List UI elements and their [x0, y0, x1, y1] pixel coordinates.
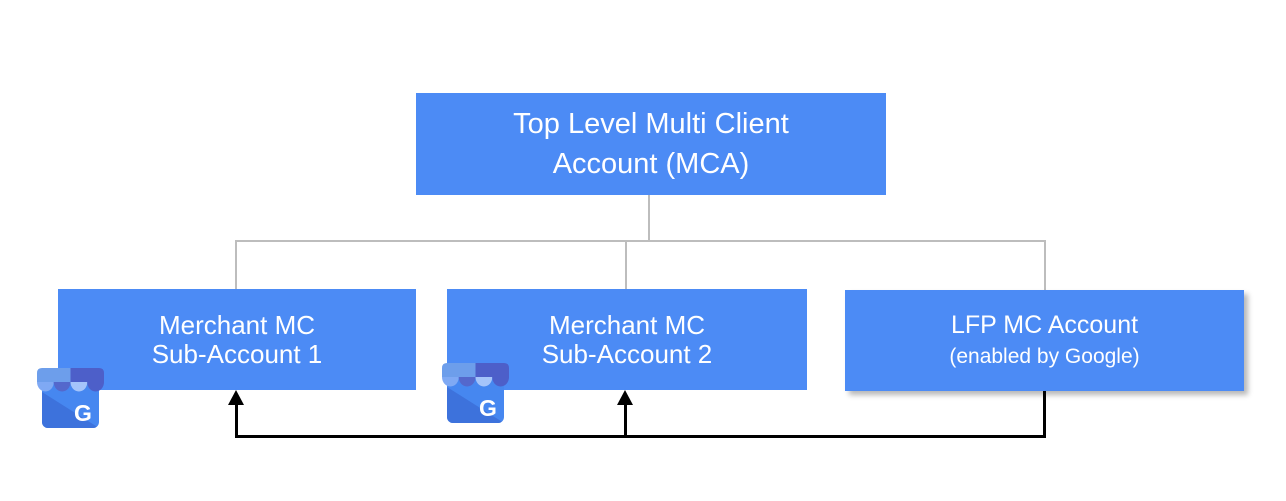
node-label-line: Merchant MC	[158, 309, 316, 340]
google-my-business-icon: G	[37, 368, 104, 428]
arrowhead-into-sub1	[228, 390, 244, 405]
arrow-line-up-sub1	[235, 404, 238, 438]
node-label-line: Sub-Account 2	[541, 338, 713, 369]
google-g-glyph: G	[74, 400, 92, 426]
google-my-business-icon: G	[442, 363, 509, 423]
arrowhead-into-sub2	[617, 390, 633, 405]
arrow-line-from-lfp	[1043, 391, 1046, 438]
node-label-line: (enabled by Google)	[949, 344, 1140, 368]
connector-drop-lfp	[1044, 241, 1046, 290]
node-merchant-sub-account-1: Merchant MC Sub-Account 1	[58, 289, 416, 390]
node-top-level-mca: Top Level Multi Client Account (MCA)	[416, 93, 886, 195]
node-label-line: Sub-Account 1	[151, 338, 323, 369]
node-label-line: LFP MC Account	[950, 310, 1139, 339]
arrow-line-bottom-rail	[235, 435, 1046, 438]
connector-drop-sub1	[235, 241, 237, 289]
connector-drop-sub2	[625, 241, 627, 289]
node-lfp-mc-account: LFP MC Account (enabled by Google)	[845, 290, 1244, 391]
node-label-line: Account (MCA)	[552, 148, 750, 180]
node-label-line: Merchant MC	[548, 309, 706, 340]
arrow-line-up-sub2	[624, 404, 627, 438]
connector-mca-stem	[648, 195, 650, 241]
node-label-line: Top Level Multi Client	[513, 108, 789, 140]
google-g-glyph: G	[479, 395, 497, 421]
connector-horizontal-rail	[235, 240, 1046, 242]
